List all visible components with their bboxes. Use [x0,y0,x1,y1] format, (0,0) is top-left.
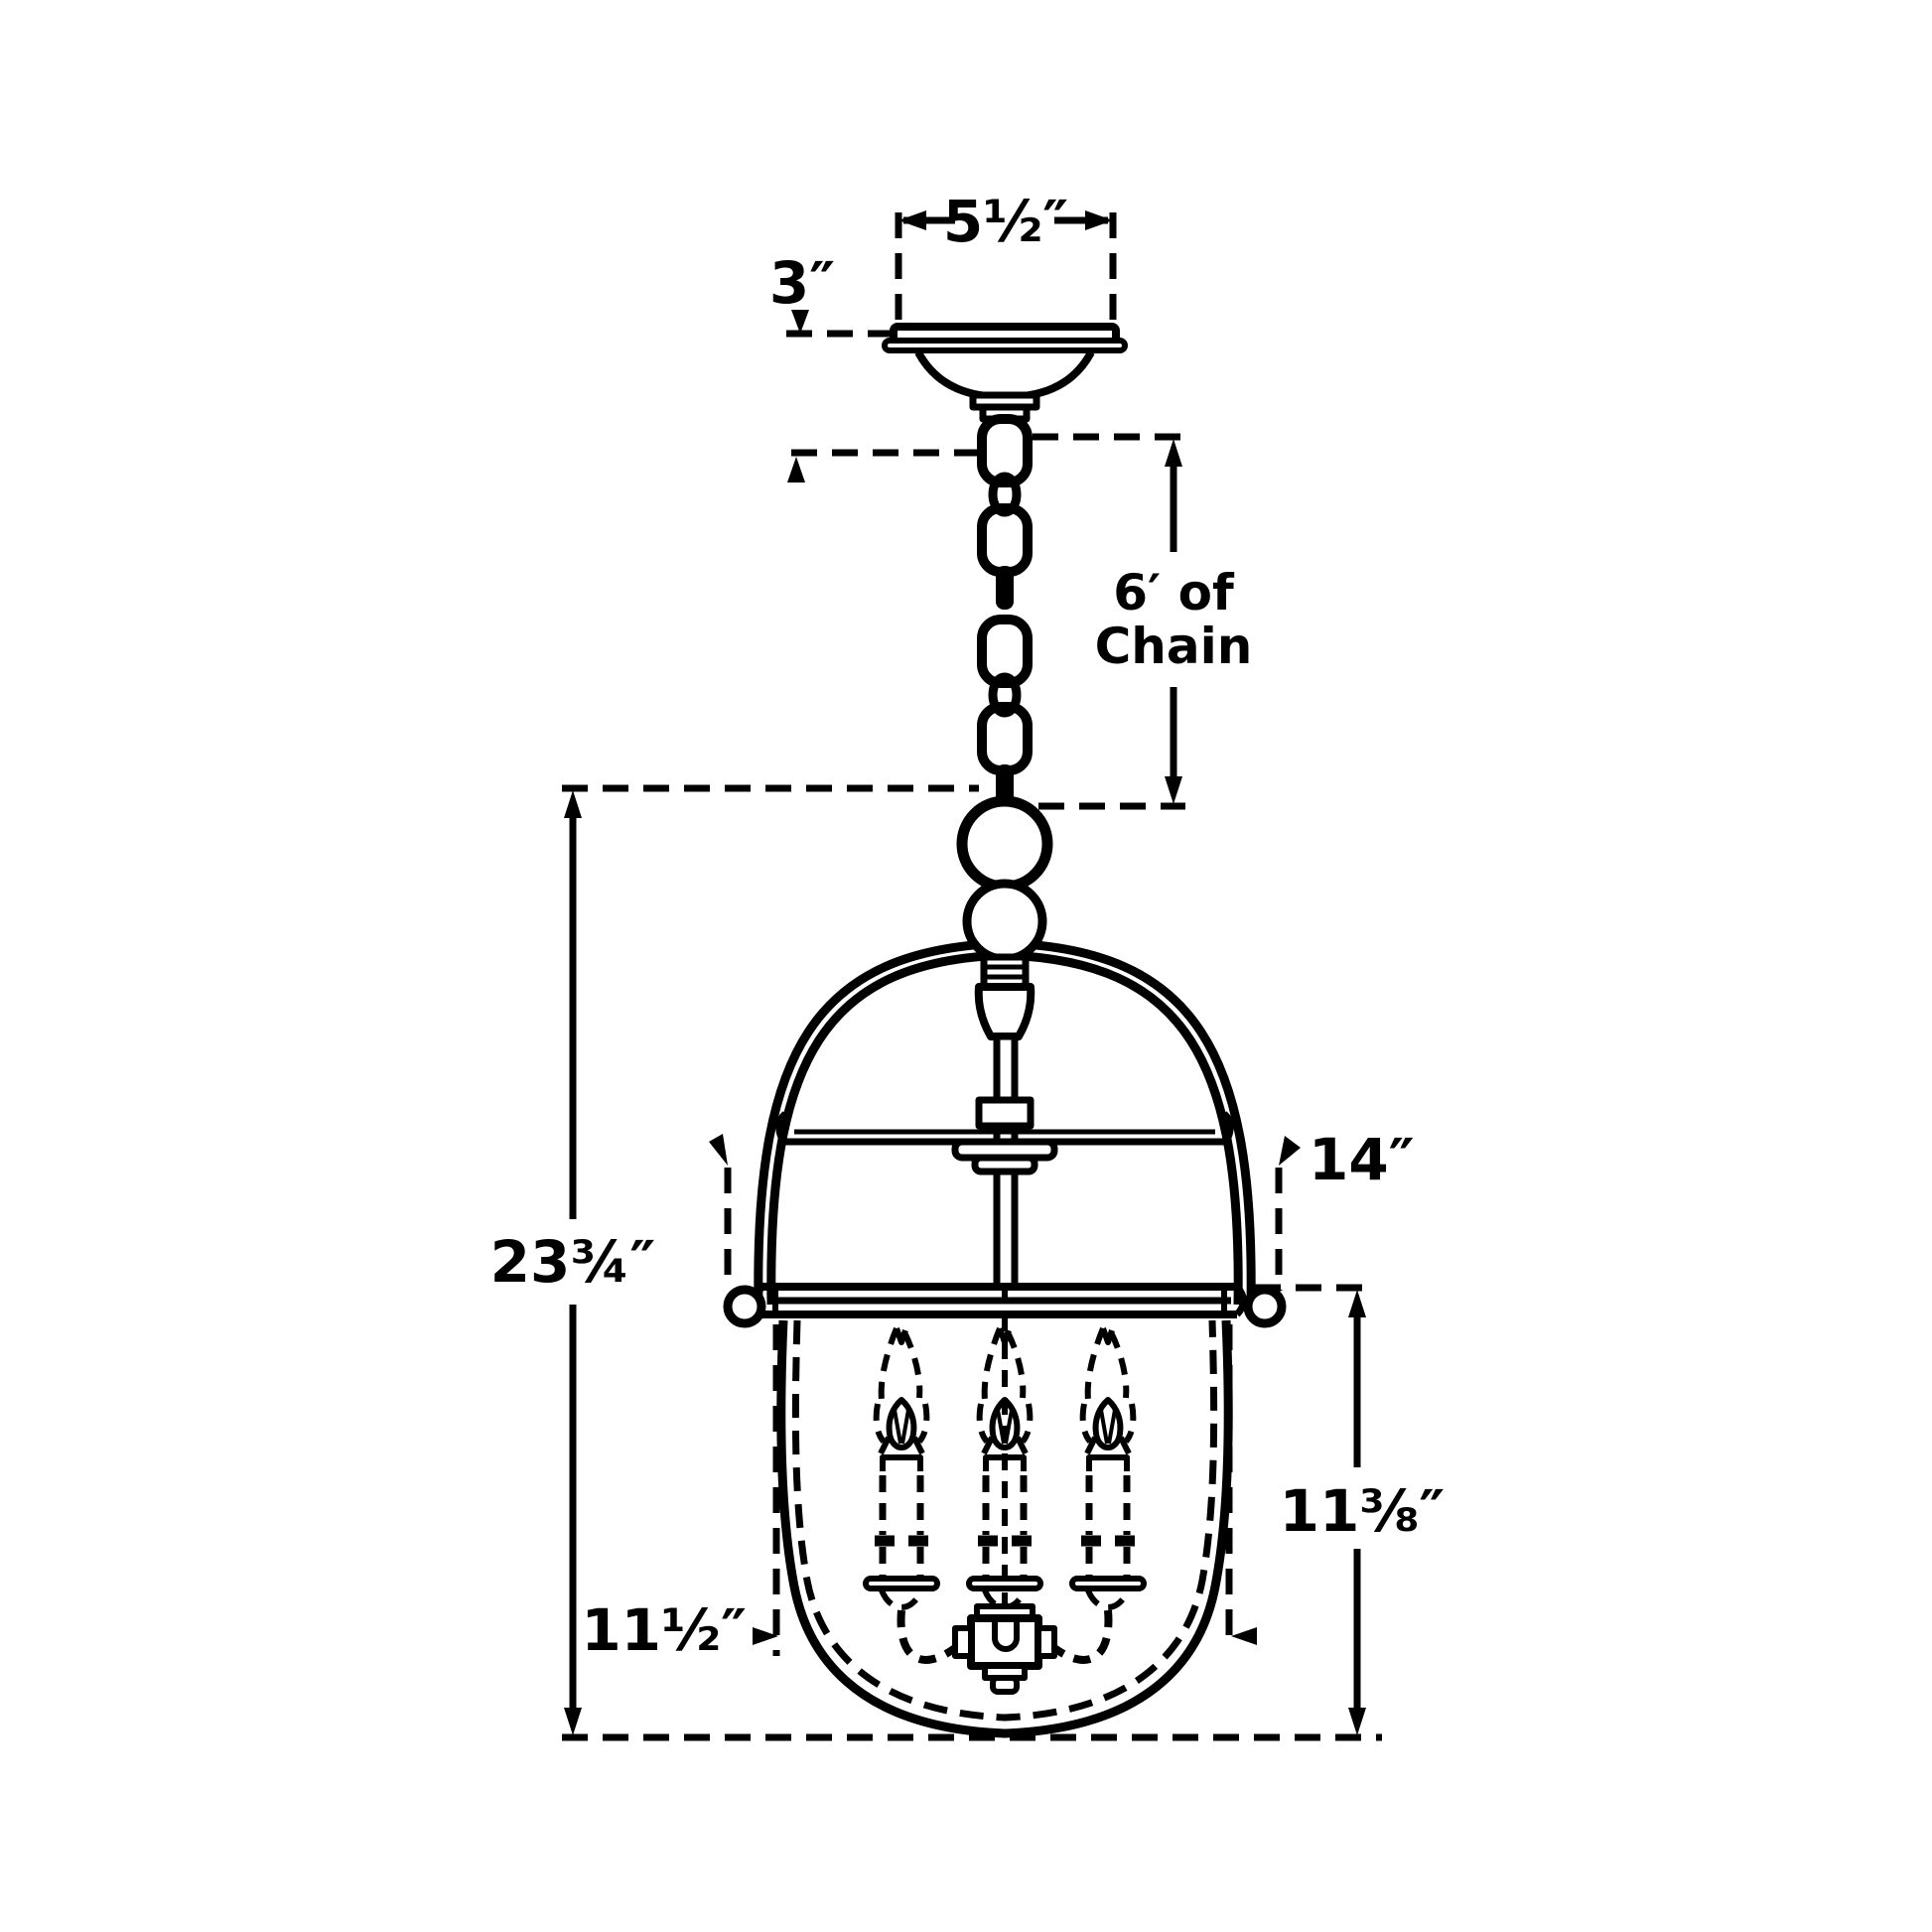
hanging-ring [956,795,1053,893]
candle-arm-left [897,1609,958,1664]
handle-ball-left [723,1285,766,1328]
dim-glass-height-label: 11⅜″ [1280,1477,1446,1545]
dim-canopy-width: 5½″ [895,188,1117,328]
arrow-down-icon [564,1708,582,1735]
dim-chain-label-line2: Chain [1095,618,1253,675]
arrow-up-icon [787,457,805,483]
dim-chain-label-line1: 6′ of [1113,564,1235,621]
arrow-left-icon [1231,1627,1257,1645]
hanging-chain [982,419,1028,810]
arrow-down-right-icon [1279,1136,1301,1166]
dim-glass-width: 11½″ [581,1324,1257,1664]
candle-cluster [866,1287,1144,1664]
arrow-up-icon [1348,1290,1366,1317]
arrow-down-icon [1165,776,1182,804]
dim-canopy-width-label: 5½″ [943,188,1068,255]
candle-arm-right [1051,1609,1113,1664]
arrow-down-left-icon [709,1134,728,1166]
dim-body-width: 14″ [709,1126,1415,1292]
arrow-up-icon [564,790,582,818]
arrow-down-icon [791,310,809,334]
arrow-right-icon [753,1627,778,1645]
inner-shade-plate [775,1096,1234,1175]
dim-glass-height: 11⅜″ [1280,1290,1446,1735]
handle-ball-right [1243,1285,1287,1328]
dim-chain-length: 6′ of Chain [787,433,1253,810]
lamp-hub [952,1603,1057,1695]
glass-bell [776,1319,1233,1738]
dim-canopy-height-label: 3″ [769,249,835,317]
dim-overall-height-label: 23¾″ [490,1228,656,1296]
ceiling-canopy [882,323,1128,423]
ball-finial [962,879,1047,1040]
dim-overall-height: 23¾″ [490,784,1382,1741]
glass-rim-band [753,1283,1247,1318]
arrow-up-icon [1165,439,1182,467]
arrow-left-icon [898,210,926,230]
dim-canopy-height: 3″ [769,249,890,338]
arrow-down-icon [1348,1708,1366,1735]
dim-body-width-label: 14″ [1309,1126,1415,1193]
dim-glass-width-label: 11½″ [581,1596,747,1664]
arrow-right-icon [1085,210,1113,230]
